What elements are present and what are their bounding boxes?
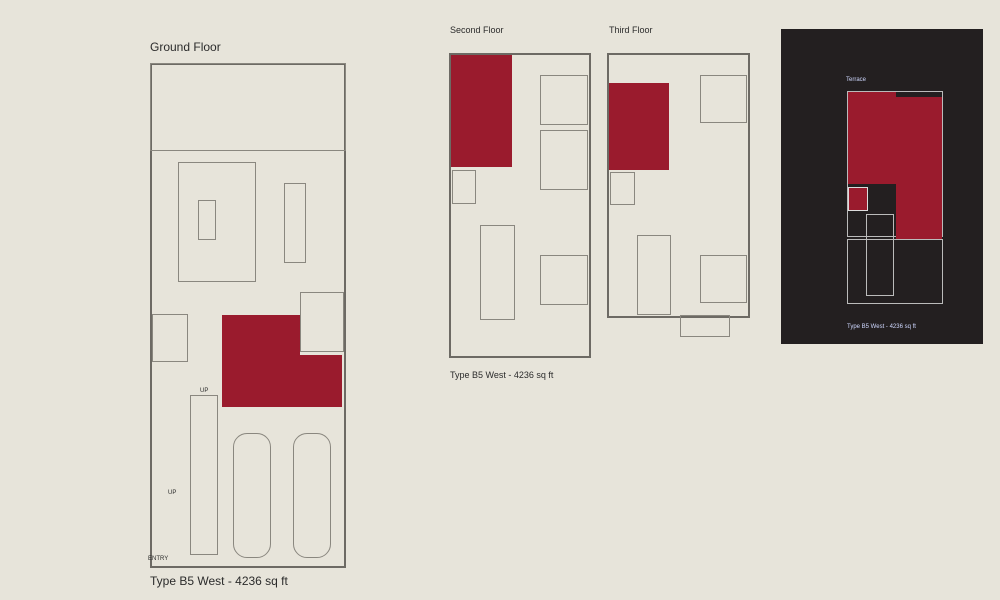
terrace-caption: Type B5 West - 4236 sq ft [847,324,916,330]
ground-floor-outline [150,63,346,568]
dining-table [284,183,306,263]
bedroom-2 [540,255,588,305]
balcony [680,315,730,337]
second-floor-highlight [451,55,512,167]
up-label: UP [168,490,177,496]
powder-room [300,292,344,352]
terrace-title: Terrace [846,77,867,83]
kitchen-highlight [222,315,300,407]
lift-shaft [452,170,476,204]
staircase [637,235,671,315]
lift-shaft [610,172,635,205]
third-floor-outline [607,53,750,318]
bathroom [540,130,588,190]
ground-floor-title: Ground Floor [150,40,221,54]
bedroom-1 [700,75,747,123]
garden-area [150,63,346,151]
bedroom-2 [700,255,747,303]
car-1 [233,433,271,558]
ground-floor-caption: Type B5 West - 4236 sq ft [150,574,288,588]
coffee-table [198,200,216,240]
kitchen-highlight-2 [290,355,342,407]
staircase [866,214,894,296]
second-floor-title: Second Floor [450,25,504,35]
lift-shaft [152,314,188,362]
third-floor-highlight [609,83,669,170]
terrace-highlight-2 [896,97,942,239]
entry-label: ENTRY [148,556,169,562]
car-2 [293,433,331,558]
second-floor-outline [449,53,591,358]
lift-shaft [848,187,868,211]
terrace-highlight [848,92,896,184]
staircase [190,395,218,555]
third-floor-title: Third Floor [609,25,653,35]
terrace-panel: Terrace Type B5 West - 4236 sq ft [781,29,983,344]
upper-floors-caption: Type B5 West - 4236 sq ft [450,370,554,380]
terrace-outline [847,91,943,237]
up-label: UP [200,388,209,394]
bedroom-1 [540,75,588,125]
living-furniture [178,162,256,282]
lower-terrace-outline [847,239,943,304]
staircase [480,225,515,320]
